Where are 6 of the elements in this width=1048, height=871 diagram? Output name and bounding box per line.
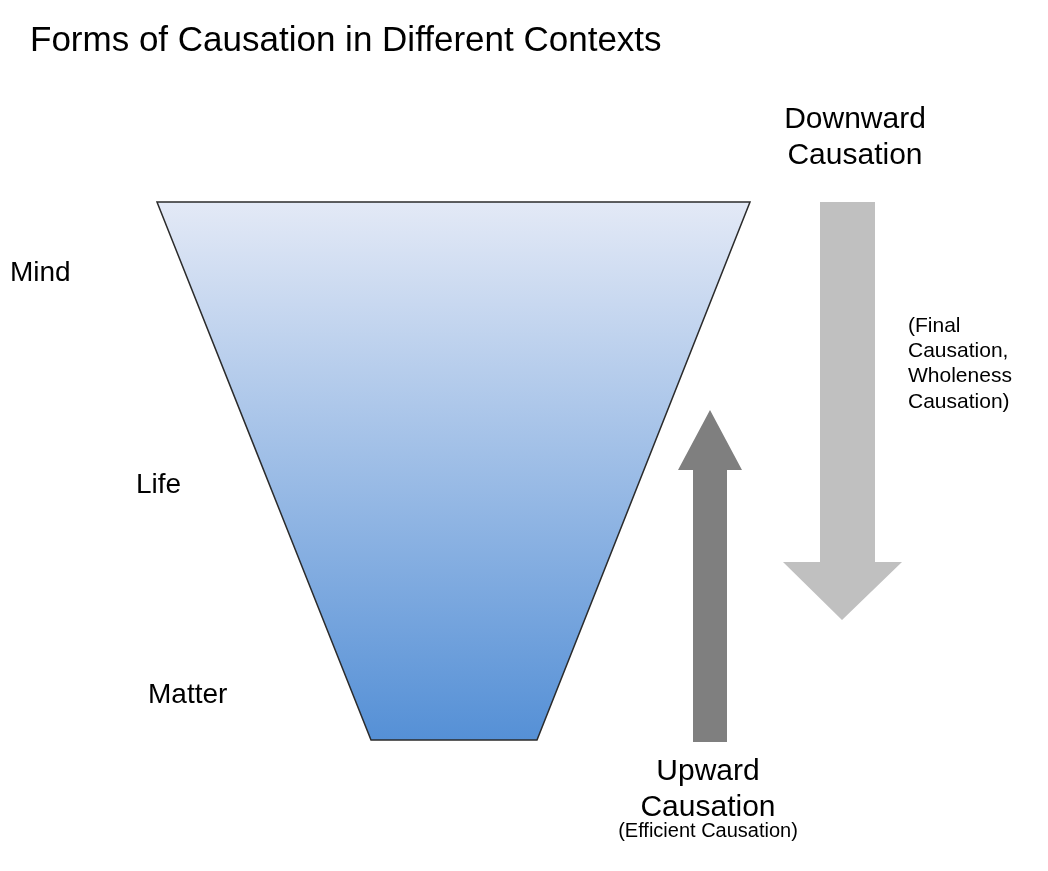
level-label: Mind bbox=[10, 255, 71, 289]
arrow-note: (Final Causation, Wholeness Causation) bbox=[908, 312, 1013, 413]
diagram-title: Forms of Causation in Different Contexts bbox=[30, 18, 662, 60]
arrow-label: Downward Causation bbox=[783, 100, 927, 172]
level-label: Matter bbox=[148, 677, 228, 711]
level-label: Life bbox=[136, 467, 182, 501]
